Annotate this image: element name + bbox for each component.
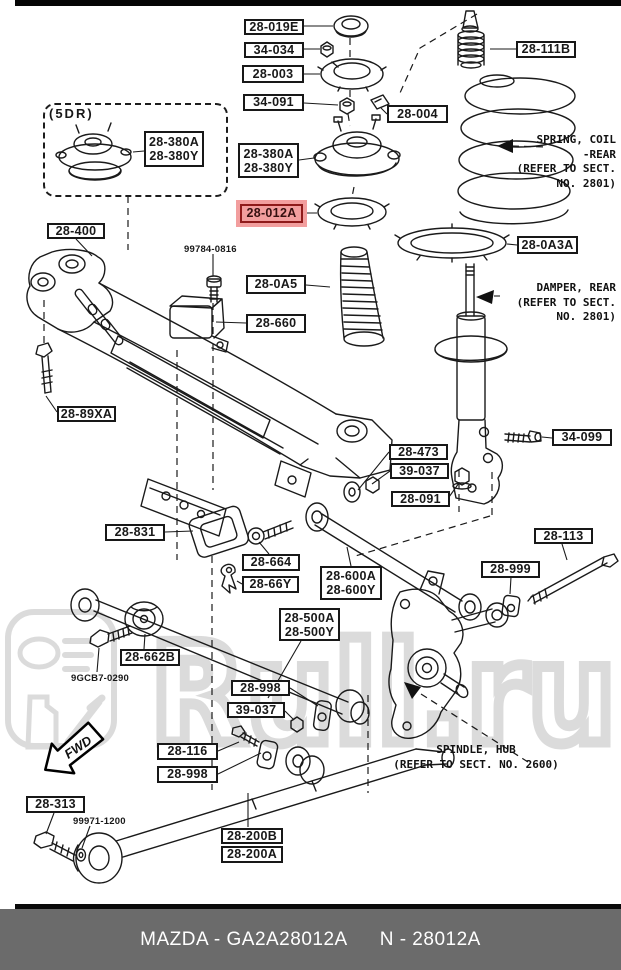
- note-arrows: [404, 139, 513, 699]
- code-9GCB7-0290: 9GCB7-0290: [71, 673, 129, 684]
- variant-5dr-label: (5DR): [49, 106, 94, 121]
- part-label-28-003[interactable]: 28-003: [242, 65, 304, 83]
- part-label-34-091[interactable]: 34-091: [243, 94, 304, 111]
- part-label-28-200B[interactable]: 28-200B: [221, 828, 283, 844]
- part-label-39-037-upper[interactable]: 39-037: [390, 463, 449, 479]
- part-label-28-111B[interactable]: 28-111B: [516, 41, 576, 58]
- part-label-28-89XA[interactable]: 28-89XA: [57, 406, 116, 422]
- part-label-28-66Y[interactable]: 28-66Y: [242, 576, 299, 593]
- leader-lines: [45, 25, 568, 849]
- part-label-28-660[interactable]: 28-660: [246, 314, 306, 333]
- part-label-28-998-upper[interactable]: 28-998: [231, 680, 290, 696]
- diagram-line-art: [26, 10, 619, 884]
- code-99784-0816: 99784-0816: [184, 244, 237, 255]
- part-label-28-004[interactable]: 28-004: [387, 105, 448, 123]
- footer-part-number: N - 28012A: [379, 928, 481, 950]
- part-label-28-0A5[interactable]: 28-0A5: [246, 275, 306, 294]
- part-label-28-113[interactable]: 28-113: [534, 528, 593, 544]
- dashed-lines: [43, 13, 547, 793]
- spindle-arrow-icon: [404, 682, 421, 699]
- part-label-39-037-lower[interactable]: 39-037: [227, 702, 285, 718]
- part-label-28-116[interactable]: 28-116: [157, 743, 218, 760]
- spring-coil-note: SPRING, COIL -REAR (REFER TO SECT. NO. 2…: [516, 133, 616, 190]
- spring-arrow-icon: [497, 139, 513, 153]
- part-label-28-313[interactable]: 28-313: [26, 796, 85, 813]
- code-99971-1200: 99971-1200: [73, 816, 126, 827]
- top-black-bar: [15, 0, 621, 6]
- bottom-divider-bar: [15, 904, 621, 909]
- footer-bar: MAZDA - GA2A28012A N - 28012A: [0, 909, 621, 970]
- part-label-28-662B[interactable]: 28-662B: [120, 649, 180, 666]
- part-label-28-400[interactable]: 28-400: [47, 223, 105, 239]
- diagram-canvas: Rull.ru: [5, 10, 621, 884]
- part-label-28-999[interactable]: 28-999: [481, 561, 540, 578]
- part-label-28-200A[interactable]: 28-200A: [221, 846, 283, 863]
- watermark: Rull.ru: [5, 609, 621, 781]
- spindle-hub-note: SPINDLE, HUB (REFER TO SECT. NO. 2600): [393, 743, 559, 771]
- variant-5dr-box: [43, 103, 228, 197]
- damper-arrow-icon: [476, 290, 494, 304]
- part-label-28-473[interactable]: 28-473: [389, 444, 448, 460]
- part-label-34-099[interactable]: 34-099: [552, 429, 612, 446]
- part-label-28-019E[interactable]: 28-019E: [244, 19, 304, 35]
- fwd-arrow-icon: FWD: [44, 721, 105, 775]
- part-label-28-091[interactable]: 28-091: [391, 491, 450, 507]
- watermark-logo-icon: [5, 609, 117, 750]
- footer-catalog-number: MAZDA - GA2A28012A: [140, 928, 348, 950]
- part-label-28-998-lower[interactable]: 28-998: [157, 766, 218, 783]
- part-label-28-831[interactable]: 28-831: [105, 524, 165, 541]
- part-label-28-0A3A[interactable]: 28-0A3A: [517, 236, 578, 254]
- watermark-text: Rull.ru: [150, 614, 616, 775]
- part-label-28-012A-highlighted[interactable]: 28-012A: [240, 204, 303, 223]
- damper-rear-note: DAMPER, REAR (REFER TO SECT. NO. 2801): [516, 281, 616, 323]
- part-label-34-034[interactable]: 34-034: [244, 42, 304, 58]
- part-label-28-664[interactable]: 28-664: [242, 554, 300, 571]
